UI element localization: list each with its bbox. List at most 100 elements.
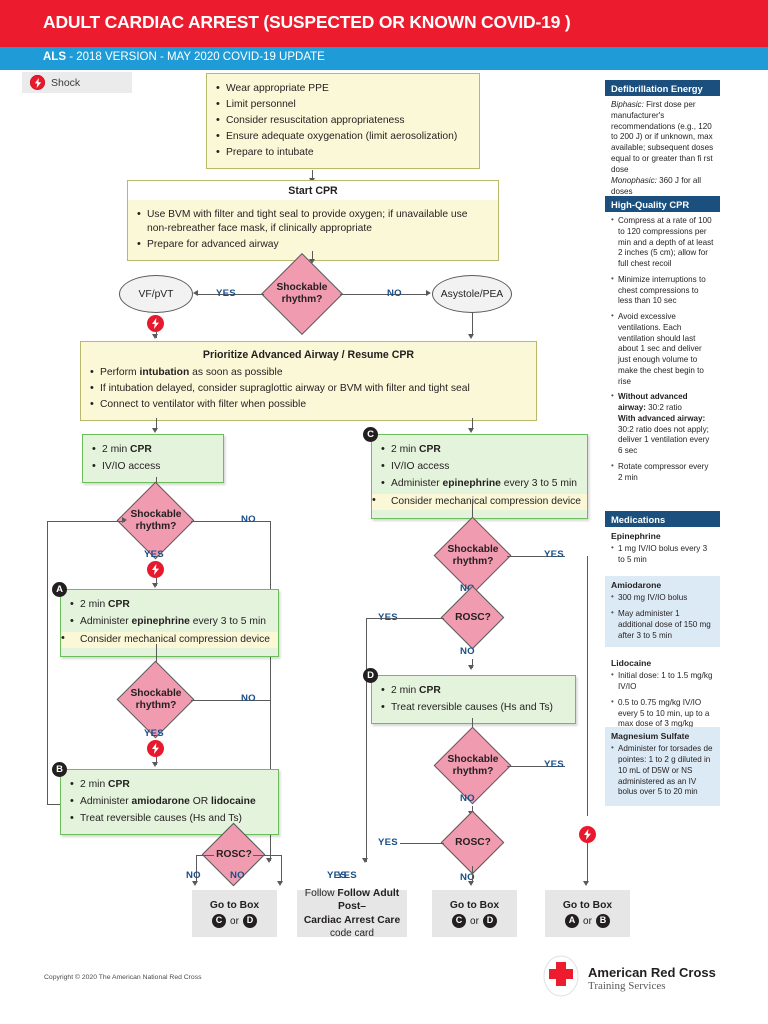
connector xyxy=(312,251,313,260)
connector-arrow xyxy=(468,428,474,433)
box-a-item: Consider mechanical compression device xyxy=(61,631,278,649)
box-d-item: Treat reversible causes (Hs and Ts) xyxy=(381,700,566,716)
med-item: 1 mg IV/IO bolus every 3 to 5 min xyxy=(611,543,714,566)
connector xyxy=(587,556,588,816)
box-c-item: 2 min CPR xyxy=(381,442,578,458)
terminal-line1: Go to Box xyxy=(562,899,613,911)
connector xyxy=(191,700,271,701)
connector-arrow xyxy=(266,858,272,863)
terminal-post-cardiac-care: Follow Follow Adult Post–Follow Adult Po… xyxy=(297,887,407,940)
diamond-text: Shockable rhythm? xyxy=(276,281,328,305)
defib-biphasic: Biphasic: First dose per manufacturer's … xyxy=(611,100,714,175)
connector xyxy=(340,294,427,295)
terminal-line2: Cardiac Arrest Care xyxy=(303,914,401,926)
connector-arrow xyxy=(152,334,158,339)
page-title: ADULT CARDIAC ARREST (SUSPECTED OR KNOWN… xyxy=(43,12,571,32)
ppe-item: Wear appropriate PPE xyxy=(216,81,470,97)
connector xyxy=(400,618,444,619)
yes-label: YES xyxy=(327,870,347,881)
no-label: NO xyxy=(460,646,475,657)
copyright-text: Copyright © 2020 The American National R… xyxy=(44,974,202,981)
connector xyxy=(191,521,271,522)
airway-box: Prioritize Advanced Airway / Resume CPR … xyxy=(80,341,537,422)
diamond-text: Shockable rhythm? xyxy=(130,687,182,711)
box-b: 2 min CPR Administer amiodarone OR lidoc… xyxy=(60,769,279,835)
shock-bolt-icon xyxy=(147,315,164,332)
asystole-pea-node: Asystole/PEA xyxy=(432,275,512,313)
start-cpr-item: Use BVM with filter and tight seal to pr… xyxy=(137,206,489,237)
connector xyxy=(253,855,281,856)
box-d-item: 2 min CPR xyxy=(381,683,566,699)
connector-arrow xyxy=(277,881,283,886)
airway-item: Connect to ventilator with filter when p… xyxy=(90,397,527,413)
box-b-item: Treat reversible causes (Hs and Ts) xyxy=(70,811,269,827)
diamond-text: ROSC? xyxy=(216,848,252,860)
med-name: Amiodarone xyxy=(611,580,662,590)
med-list: 1 mg IV/IO bolus every 3 to 5 min xyxy=(611,543,714,566)
shockable-rhythm-label-left-2: Shockable rhythm? xyxy=(114,683,198,717)
rosc-label-mid-1: ROSC? xyxy=(442,608,504,628)
shock-bolt-icon xyxy=(147,561,164,578)
connector-arrow xyxy=(193,290,198,296)
terminal-options: A or B xyxy=(565,914,610,929)
shock-bolt-icon xyxy=(579,826,596,843)
terminal-line1: Go to Box xyxy=(449,899,500,911)
connector xyxy=(196,855,214,856)
connector xyxy=(472,499,473,523)
terminal-line1: Follow Follow Adult Post–Follow Adult Po… xyxy=(304,887,400,913)
box-c-list: 2 min CPR IV/IO access Administer epinep… xyxy=(372,442,587,511)
option-badge: C xyxy=(452,914,467,929)
box-left-list: 2 min CPR IV/IO access xyxy=(92,442,214,475)
box-left-item: 2 min CPR xyxy=(92,442,214,458)
connector xyxy=(156,757,157,765)
med-list: Initial dose: 1 to 1.5 mg/kg IV/IO 0.5 t… xyxy=(611,670,714,730)
loop-rail xyxy=(47,521,125,522)
no-label: NO xyxy=(230,870,245,881)
defib-biphasic-label: Biphasic: xyxy=(611,100,644,109)
cpr-item: Compress at a rate of 100 to 120 compres… xyxy=(611,215,714,270)
terminal-line1: Go to Box xyxy=(209,899,260,911)
terminal-goto-a-or-b: Go to Box A or B xyxy=(545,890,630,937)
box-b-item: 2 min CPR xyxy=(70,777,269,793)
ppe-item: Consider resuscitation appropriateness xyxy=(216,113,470,129)
diamond-text: Shockable rhythm? xyxy=(447,543,499,567)
terminal-line3: code card xyxy=(330,928,374,940)
box-a-badge: A xyxy=(52,582,67,597)
start-cpr-box: Use BVM with filter and tight seal to pr… xyxy=(127,200,499,262)
med-list: Administer for torsades de pointes: 1 to… xyxy=(611,743,714,798)
shockable-rhythm-label-mid-2: Shockable rhythm? xyxy=(431,749,515,783)
airway-item: Perform intubation as soon as possible xyxy=(90,365,527,381)
connector-arrow xyxy=(309,259,315,264)
yes-label: YES xyxy=(378,837,398,848)
med-item: May administer 1 additional dose of 150 … xyxy=(611,608,714,641)
box-d-list: 2 min CPR Treat reversible causes (Hs an… xyxy=(381,683,566,716)
airway-list: Perform intubation as soon as possible I… xyxy=(90,365,527,413)
option-or: or xyxy=(583,915,592,927)
med-name: Epinephrine xyxy=(611,531,661,541)
cpr-item: Avoid excessive ventilations. Each venti… xyxy=(611,311,714,387)
sidebar-cpr-title: High-Quality CPR xyxy=(605,196,720,213)
connector xyxy=(507,556,565,557)
box-a-list: 2 min CPR Administer epinephrine every 3… xyxy=(61,597,278,649)
sidebar-cpr-body: Compress at a rate of 100 to 120 compres… xyxy=(605,212,720,505)
connector xyxy=(196,855,197,883)
title-bar: ADULT CARDIAC ARREST (SUSPECTED OR KNOWN… xyxy=(0,0,768,47)
logo-text: American Red Cross Training Services xyxy=(588,965,716,992)
box-a-item: 2 min CPR xyxy=(70,597,269,613)
connector-arrow xyxy=(122,517,127,523)
ppe-item: Ensure adequate oxygenation (limit aeros… xyxy=(216,129,470,145)
box-left-item: IV/IO access xyxy=(92,459,214,475)
american-red-cross-logo: American Red Cross Training Services xyxy=(543,955,716,1002)
no-label: NO xyxy=(460,872,475,883)
med-name: Magnesium Sulfate xyxy=(611,731,690,741)
cpr-item: Rotate compressor every 2 min xyxy=(611,461,714,484)
red-cross-icon xyxy=(543,955,579,1002)
legend-shock-label: Shock xyxy=(51,76,81,89)
connector-arrow xyxy=(192,881,198,886)
cpr-item: Minimize interruptions to chest compress… xyxy=(611,274,714,307)
yes-label: YES xyxy=(144,549,164,560)
connector xyxy=(366,618,367,862)
sidebar-meds-title: Medications xyxy=(605,511,720,528)
connector xyxy=(156,578,157,586)
med-list: 300 mg IV/IO bolus May administer 1 addi… xyxy=(611,592,714,641)
